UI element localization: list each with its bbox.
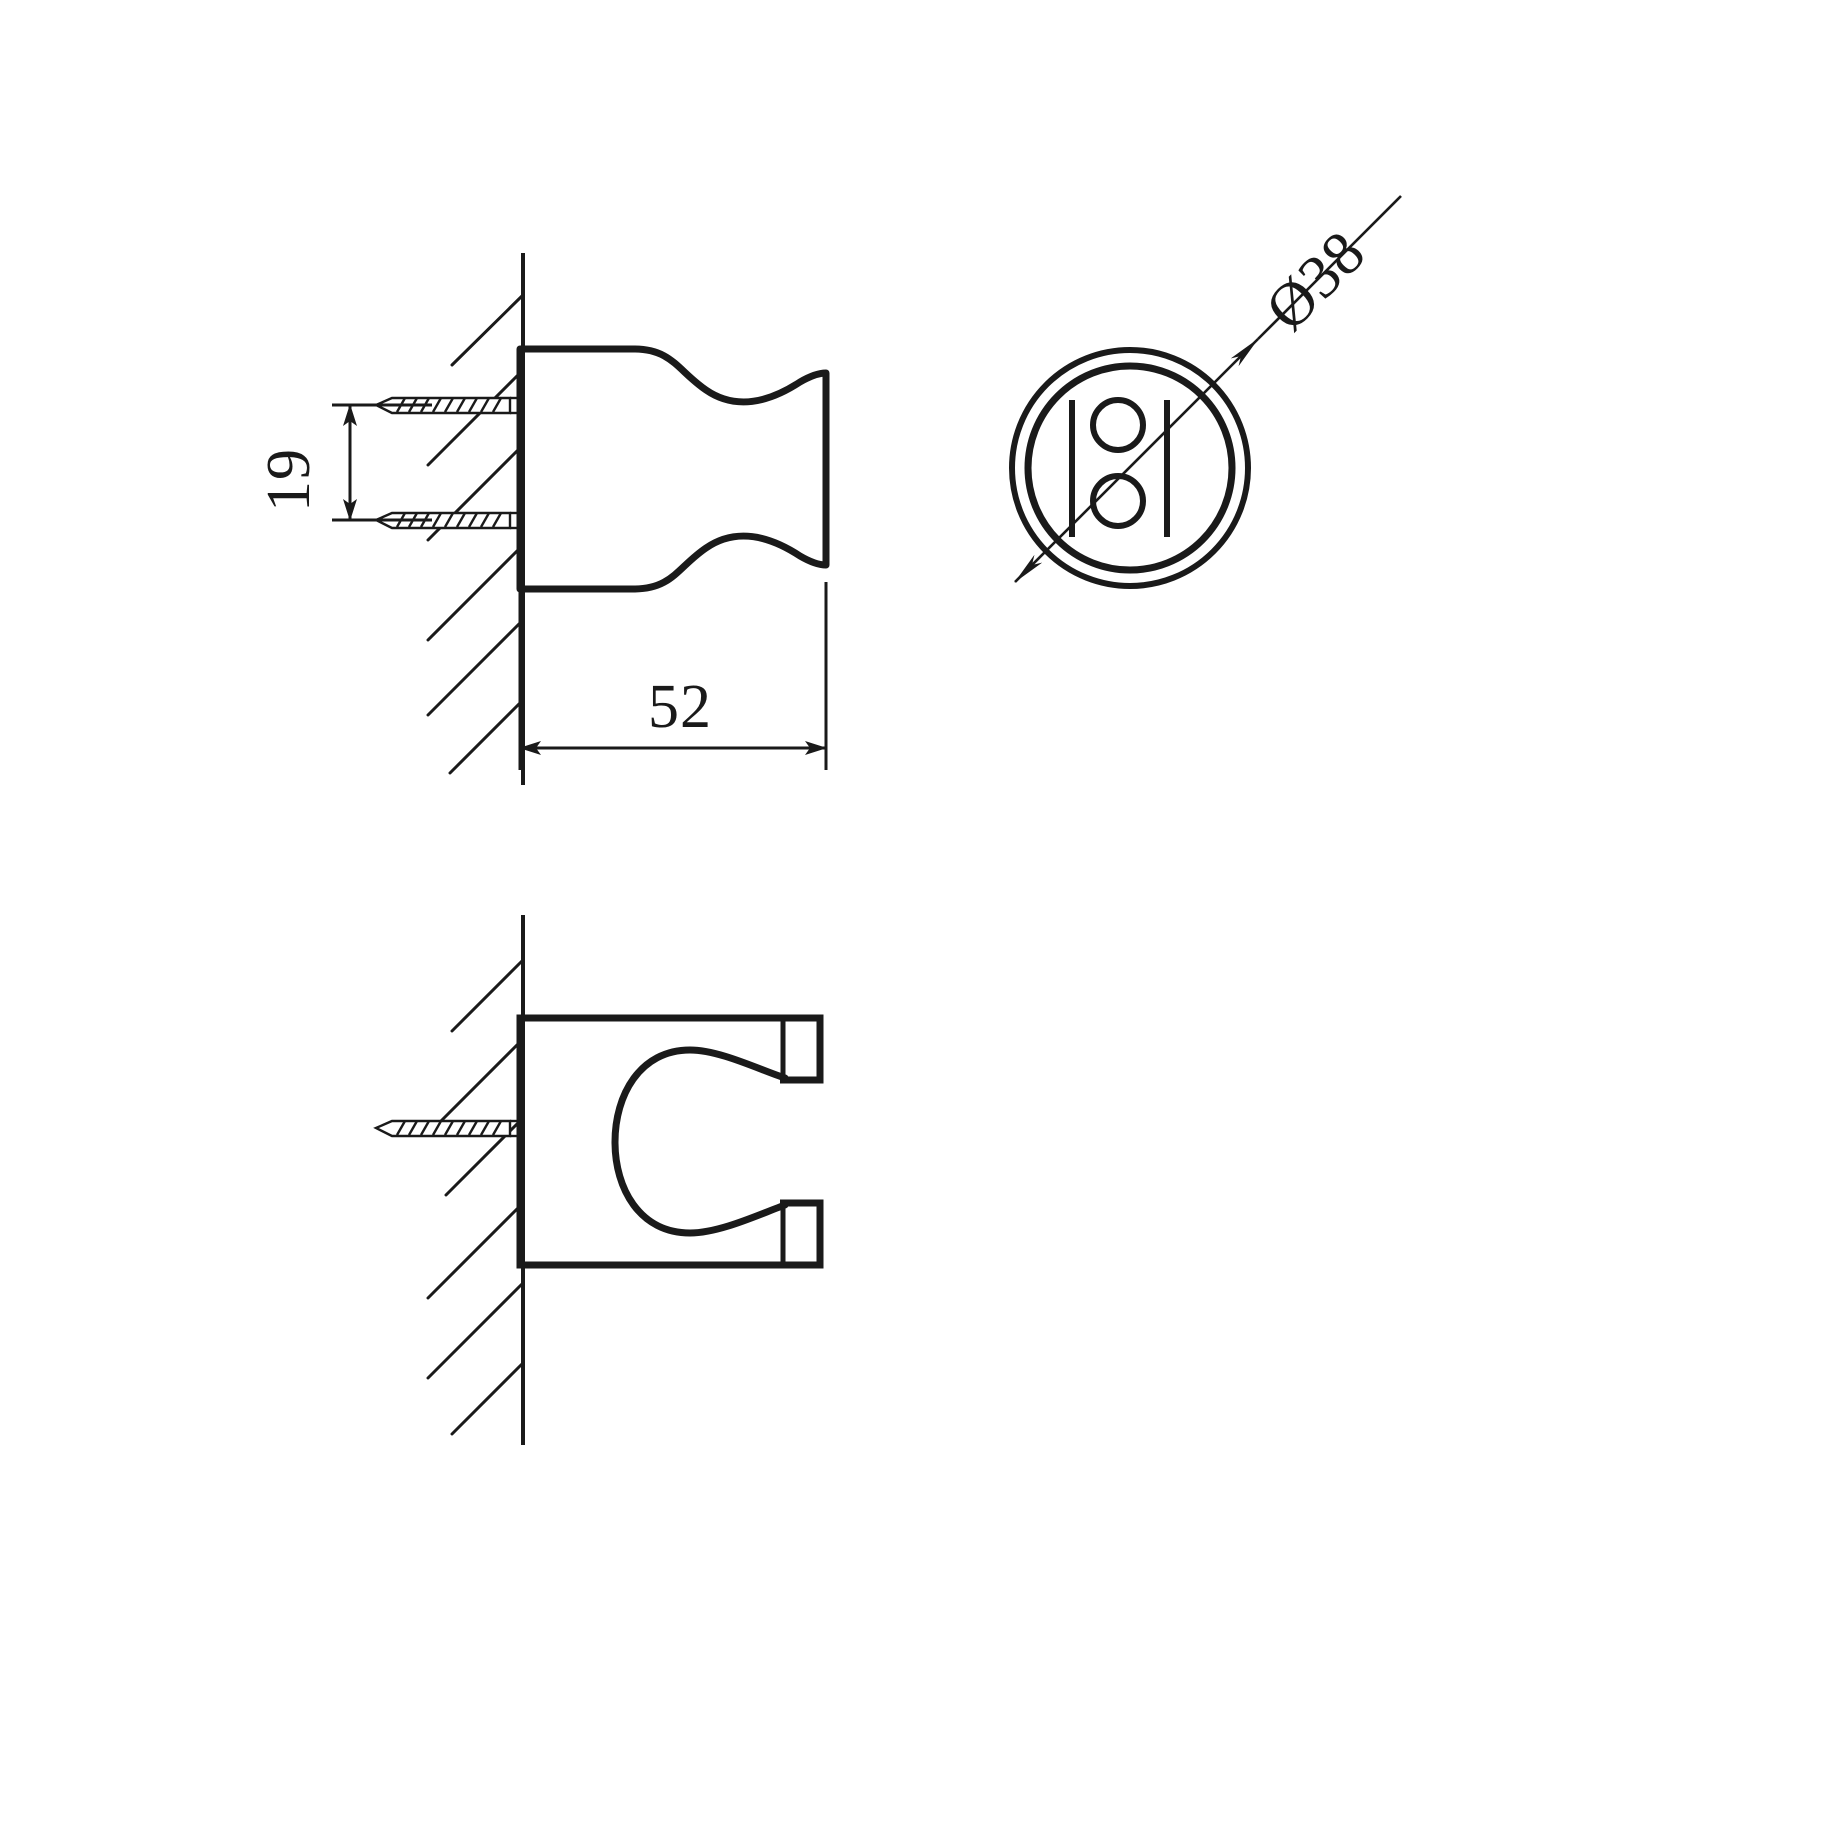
dim-19-label: 19 — [255, 448, 323, 512]
plan-section-view — [373, 915, 824, 1445]
wall-hatch-lower — [426, 958, 525, 1436]
screw-plan — [373, 1119, 523, 1138]
screw-lower — [373, 511, 523, 530]
dimension-19: 19 — [255, 403, 432, 522]
bracket-plan-outline — [516, 1014, 784, 1269]
bracket-body-profile — [516, 345, 830, 593]
dim-diameter-38-line — [1014, 338, 1259, 583]
dim-52-label: 52 — [648, 673, 712, 741]
wall-hatch — [426, 293, 525, 775]
side-section-view: 19 52 — [255, 253, 830, 785]
dim-diameter-38-leader — [1257, 195, 1402, 340]
c-clamp-cutout — [611, 1046, 789, 1237]
dimension-52: 52 — [518, 582, 828, 770]
